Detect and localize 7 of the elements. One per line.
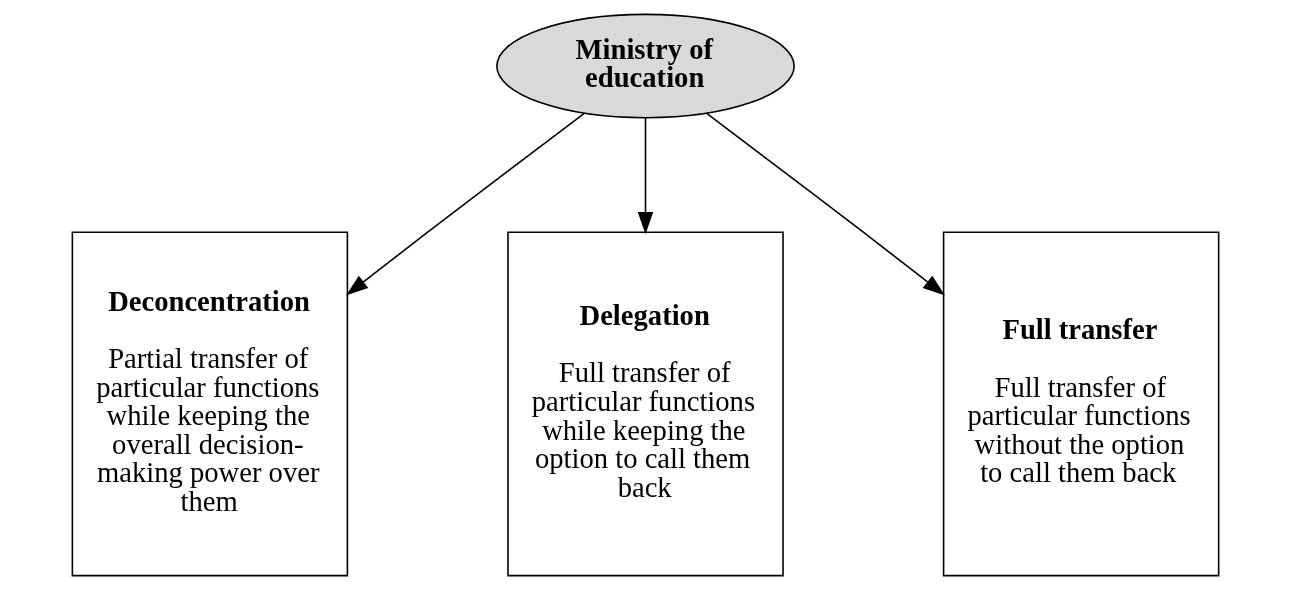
node-box: Full transfer Full transfer of particular functions without the option to call them back [942, 231, 1219, 577]
node-box: Deconcentration Partial transfer of particular functions while keeping the overall decision-making power over them [71, 231, 348, 577]
arrow [705, 112, 945, 296]
arrow [637, 116, 653, 235]
arrow [345, 112, 585, 296]
node-ellipse: Ministry of education [495, 13, 795, 119]
node-box: Delegation Full transfer of particular functions while keeping the option to call them back [506, 231, 784, 577]
